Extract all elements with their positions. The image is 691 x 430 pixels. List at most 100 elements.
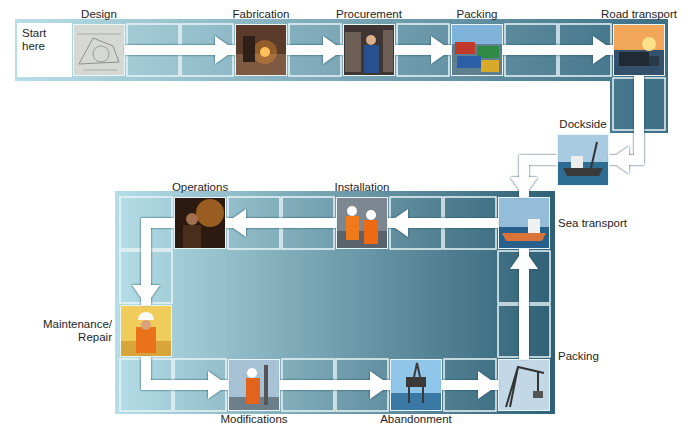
step-label: Sea transport	[558, 217, 627, 230]
photo-ground	[235, 24, 287, 76]
photo-ground	[336, 197, 388, 249]
flow-arrow	[609, 76, 639, 160]
crane	[506, 367, 544, 407]
worker	[364, 220, 378, 244]
photo-step: Fabrication	[235, 24, 287, 76]
sketch-line	[77, 34, 121, 70]
flow-arrow	[524, 160, 557, 197]
container	[457, 56, 481, 68]
step-label: Operations	[172, 181, 228, 194]
vessel	[528, 219, 540, 233]
sea	[498, 227, 550, 249]
flow-arrow	[503, 45, 613, 55]
step-label: Installation	[335, 181, 390, 194]
load	[533, 391, 543, 398]
step-label: Maintenance/ Repair	[36, 318, 112, 344]
sky	[498, 197, 550, 227]
maintenance-photo	[120, 305, 172, 357]
worker	[247, 368, 257, 378]
sea-photo	[498, 197, 550, 249]
photo-ground	[343, 24, 395, 76]
deck	[336, 231, 388, 249]
photo-step: Abandonment	[390, 359, 442, 411]
flow-arrow	[226, 218, 336, 228]
flow-arrow	[388, 218, 498, 228]
sky	[451, 24, 503, 44]
photo-ground	[174, 197, 226, 249]
worker	[364, 45, 379, 73]
shelf	[383, 30, 393, 72]
flow-arrow	[287, 45, 343, 55]
worker	[136, 327, 156, 353]
truck	[619, 52, 649, 66]
packing-photo	[451, 24, 503, 76]
crane	[591, 142, 597, 168]
ship	[571, 156, 583, 168]
worker	[141, 320, 151, 330]
step-label: Abandonment	[380, 413, 452, 426]
step-label: Road transport	[601, 8, 677, 21]
container	[481, 60, 499, 72]
flow-arrow	[125, 45, 235, 55]
photo-step: Packing	[451, 24, 503, 76]
flow-arrow	[519, 249, 529, 359]
worker	[346, 216, 359, 240]
flow-arrow	[395, 45, 451, 55]
step-label: Dockside	[559, 118, 606, 131]
installation-photo	[336, 197, 388, 249]
worker	[183, 225, 201, 249]
sea	[390, 393, 442, 411]
worker	[246, 378, 260, 404]
sky	[613, 24, 665, 50]
sketch-line	[79, 38, 119, 64]
photo-step: Road transport	[613, 24, 665, 76]
dockside-photo	[557, 134, 609, 186]
flow-arrow	[146, 223, 174, 305]
flow-arrow	[280, 380, 390, 390]
beam	[264, 365, 268, 405]
fabrication-photo	[235, 24, 287, 76]
flow-arrow	[146, 357, 228, 385]
container	[455, 42, 475, 54]
tile-loop	[120, 197, 550, 411]
photo-step: Installation	[336, 197, 388, 249]
worker	[366, 210, 376, 220]
operations-photo	[174, 197, 226, 249]
step-label: Packing	[457, 8, 498, 21]
shelf	[345, 32, 361, 72]
packing-photo	[498, 359, 550, 411]
glow	[196, 199, 224, 227]
sky	[498, 359, 550, 411]
rig	[409, 363, 423, 403]
photo-ground	[73, 24, 125, 76]
step-label: Fabrication	[233, 8, 290, 21]
procurement-photo	[343, 24, 395, 76]
photo-step: Maintenance/ Repair	[120, 305, 172, 357]
start-label: Start here	[22, 27, 67, 53]
truck	[649, 56, 659, 66]
photo-step: Packing	[498, 359, 550, 411]
photo-ground	[228, 359, 280, 411]
photo-ground	[120, 305, 172, 357]
vessel	[502, 233, 546, 241]
tile-row	[127, 24, 665, 130]
photo-step: Design	[73, 24, 125, 76]
step-label: Procurement	[336, 8, 402, 21]
photo-step: Sea transport	[498, 197, 550, 249]
road	[613, 50, 665, 76]
worker	[243, 36, 255, 62]
start-box: Start here	[17, 23, 72, 77]
abandonment-photo	[390, 359, 442, 411]
worker	[186, 213, 198, 225]
photo-step: Dockside	[557, 134, 609, 186]
photo-step: Operations	[174, 197, 226, 249]
step-label: Design	[81, 8, 117, 21]
spark	[260, 47, 270, 57]
photo-step: Modifications	[228, 359, 280, 411]
sun	[642, 37, 656, 51]
worker	[366, 35, 376, 45]
modifications-photo	[228, 359, 280, 411]
